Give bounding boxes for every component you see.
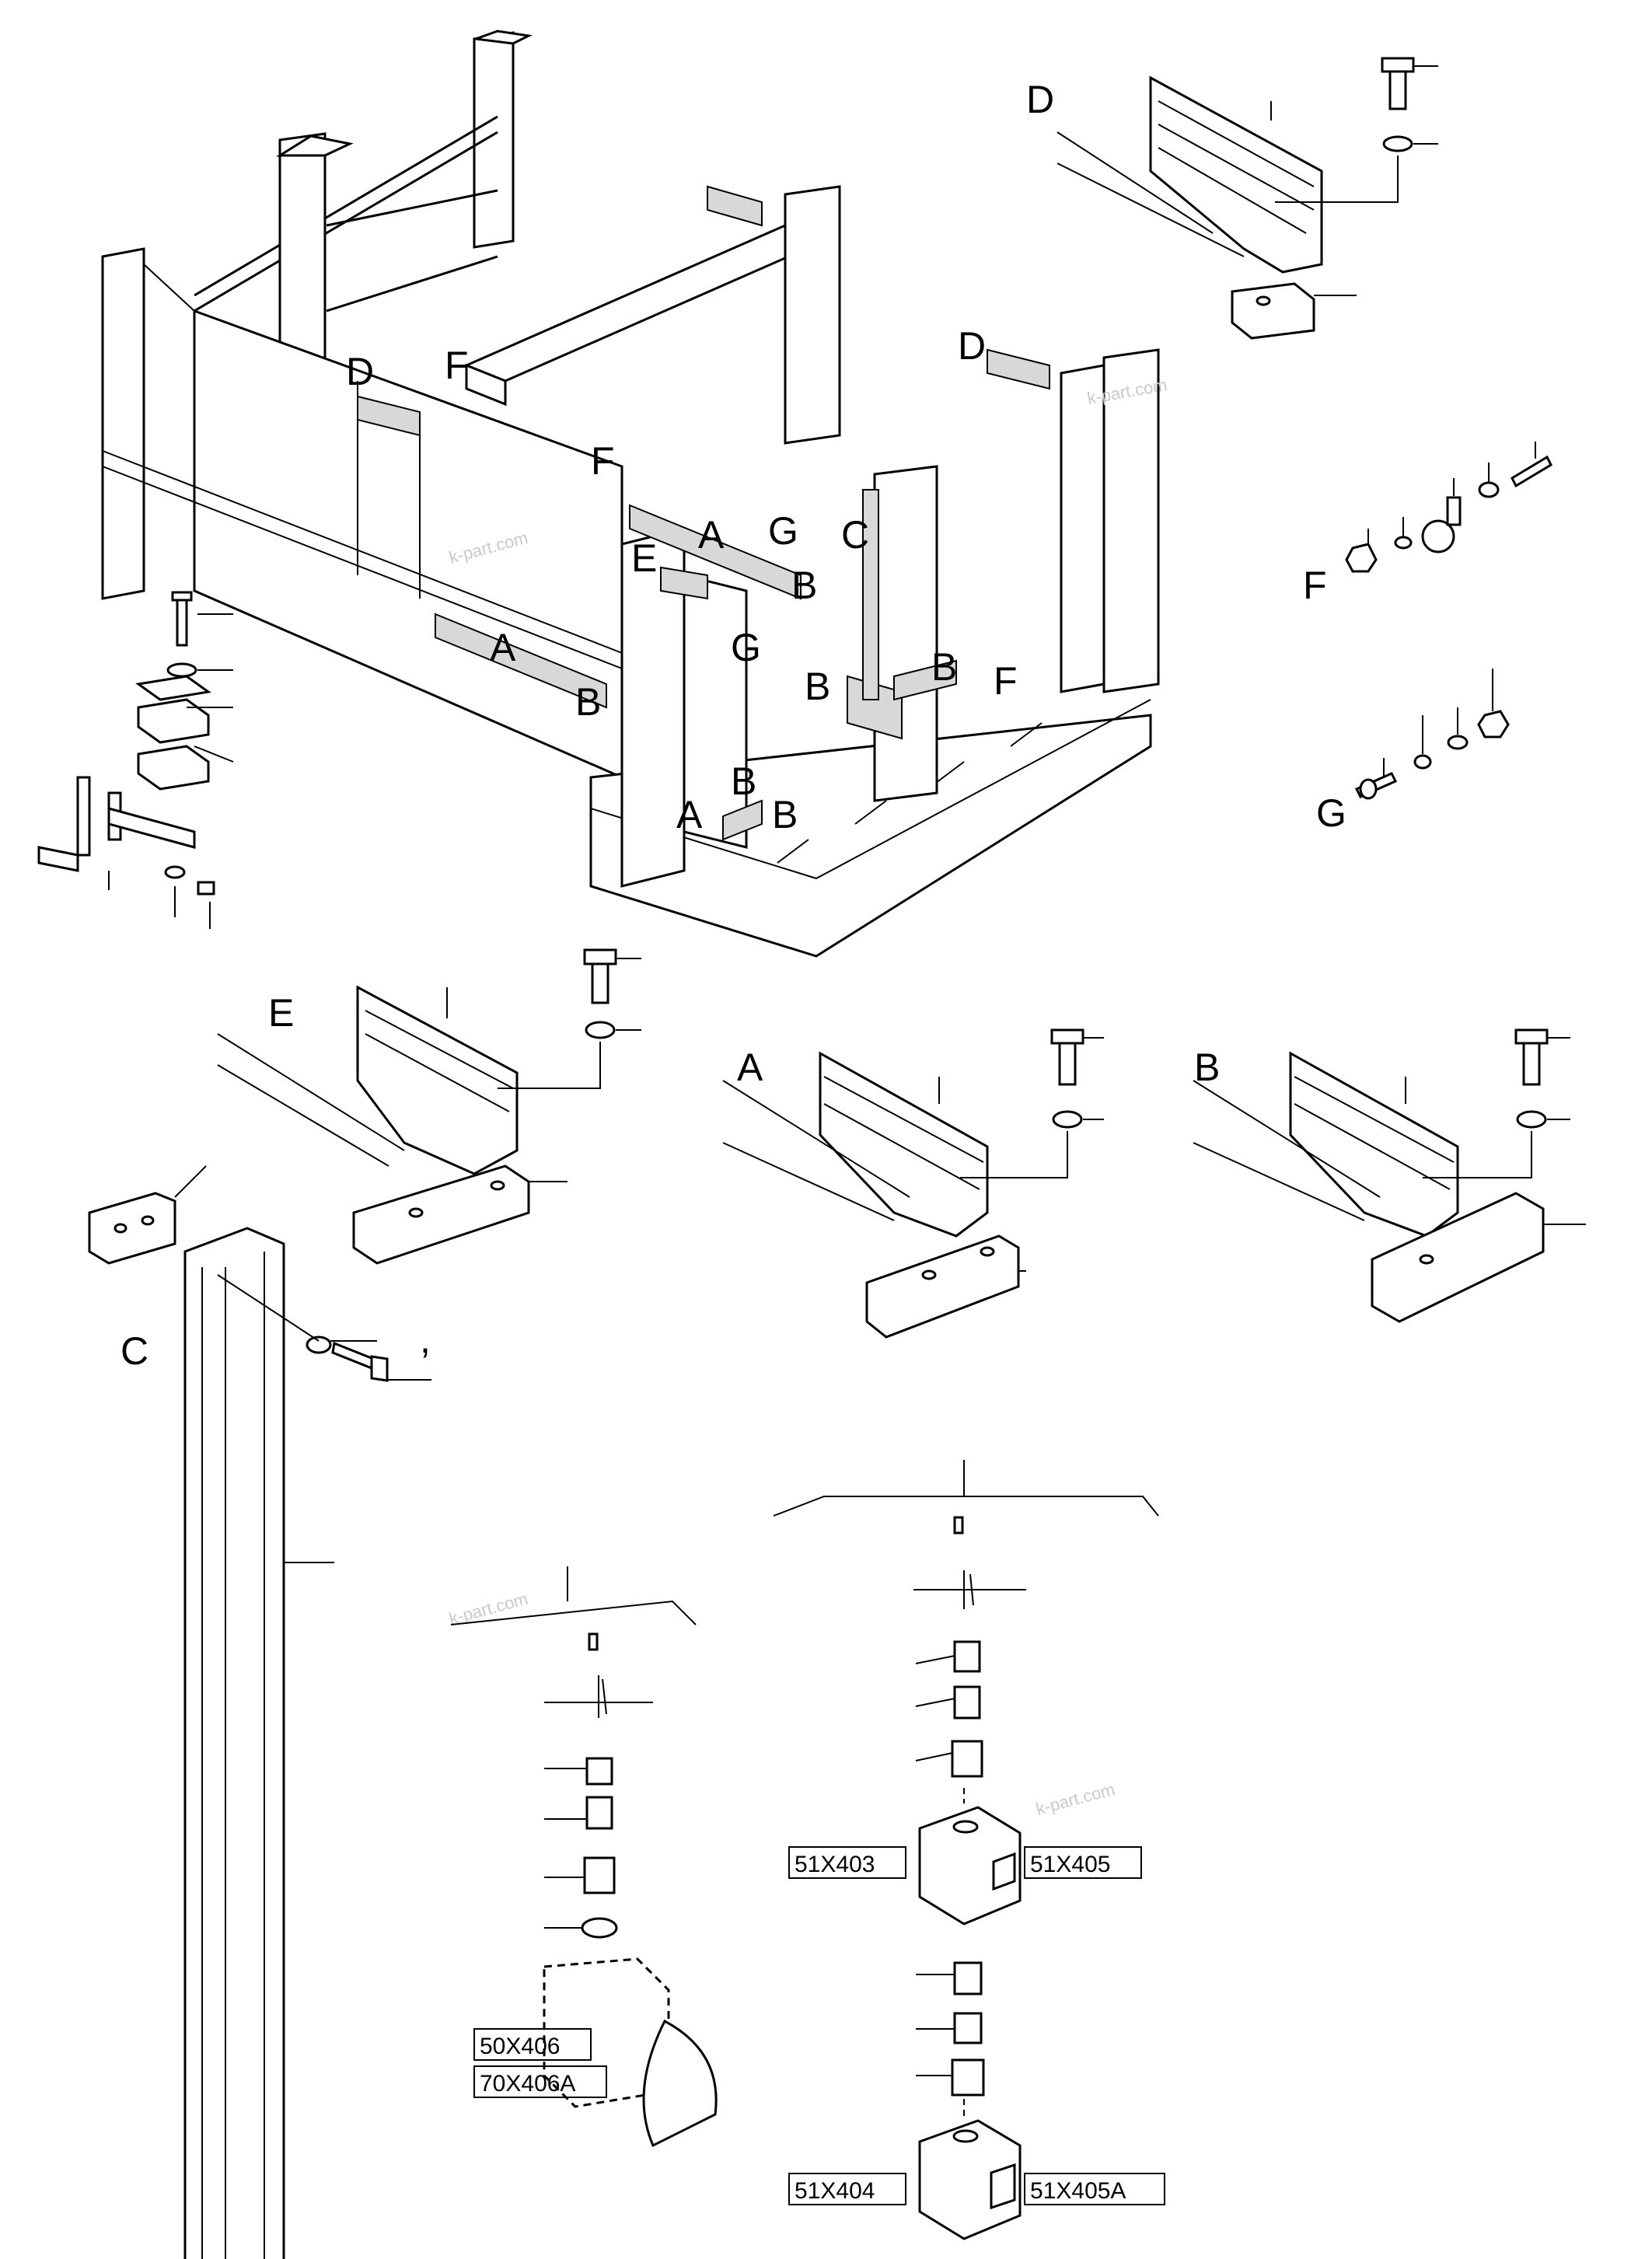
label-main-a-left: A — [490, 626, 516, 669]
label-main-b-right: B — [931, 645, 957, 689]
label-main-b-low2: B — [772, 793, 798, 836]
label-detail-g: G — [1316, 791, 1346, 835]
label-detail-c: C — [120, 1329, 148, 1373]
svg-text:51X404: 51X404 — [795, 2178, 875, 2204]
label-main-d-right: D — [958, 324, 986, 368]
svg-text:51X403: 51X403 — [795, 1852, 875, 1877]
connector-label-51x405: 51X405 — [1024, 1846, 1142, 1879]
label-detail-b: B — [1194, 1046, 1220, 1089]
label-main-a-low: A — [676, 793, 703, 836]
connector-label-51x404: 51X404 — [788, 2173, 906, 2205]
detail-e-tray — [217, 948, 641, 1265]
label-main-b-center: B — [791, 564, 817, 607]
watermark-3: k-part.com — [447, 1589, 530, 1629]
label-detail-f: F — [1303, 564, 1327, 607]
label-detail-d: D — [1026, 78, 1054, 121]
label-detail-e: E — [268, 991, 294, 1035]
label-comma: , — [420, 1318, 431, 1361]
label-main-e-center: E — [631, 536, 657, 580]
label-main-c-center: C — [841, 513, 869, 557]
connector-stack-left — [450, 1566, 718, 2148]
detail-a-tray — [722, 1028, 1104, 1339]
label-detail-a: A — [737, 1046, 763, 1089]
connector-label-51x403: 51X403 — [788, 1846, 906, 1879]
label-main-f-mid: F — [591, 439, 615, 483]
label-main-g-lower: G — [731, 626, 761, 669]
svg-text:70X406A: 70X406A — [480, 2071, 575, 2097]
detail-c-channel — [88, 1165, 431, 2259]
connector-label-70x406a: 70X406A — [473, 2065, 607, 2098]
label-main-b-left: B — [575, 680, 601, 724]
detail-d-tray — [1057, 57, 1438, 340]
svg-text:50X406: 50X406 — [480, 2034, 560, 2059]
detail-b-tray — [1193, 1028, 1586, 1323]
label-main-d-left: D — [346, 350, 374, 393]
connector-label-50x406: 50X406 — [473, 2028, 592, 2061]
label-main-b-inner: B — [805, 665, 830, 708]
label-main-g-center: G — [768, 509, 798, 553]
label-main-a-center: A — [698, 513, 725, 557]
main-frame-assembly — [101, 30, 1160, 958]
svg-text:51X405A: 51X405A — [1030, 2178, 1126, 2204]
detail-f-clamp — [1345, 442, 1552, 573]
connector-stack-right — [773, 1460, 1159, 2240]
label-main-f-right: F — [994, 659, 1018, 703]
svg-text:51X405: 51X405 — [1030, 1852, 1110, 1877]
label-main-f-top: F — [445, 344, 469, 387]
label-main-b-low1: B — [731, 759, 756, 803]
clamp-assembly — [37, 591, 234, 929]
connector-label-51x405a: 51X405A — [1024, 2173, 1165, 2205]
watermark-4: k-part.com — [1034, 1779, 1117, 1819]
detail-g-bolt — [1354, 669, 1510, 800]
